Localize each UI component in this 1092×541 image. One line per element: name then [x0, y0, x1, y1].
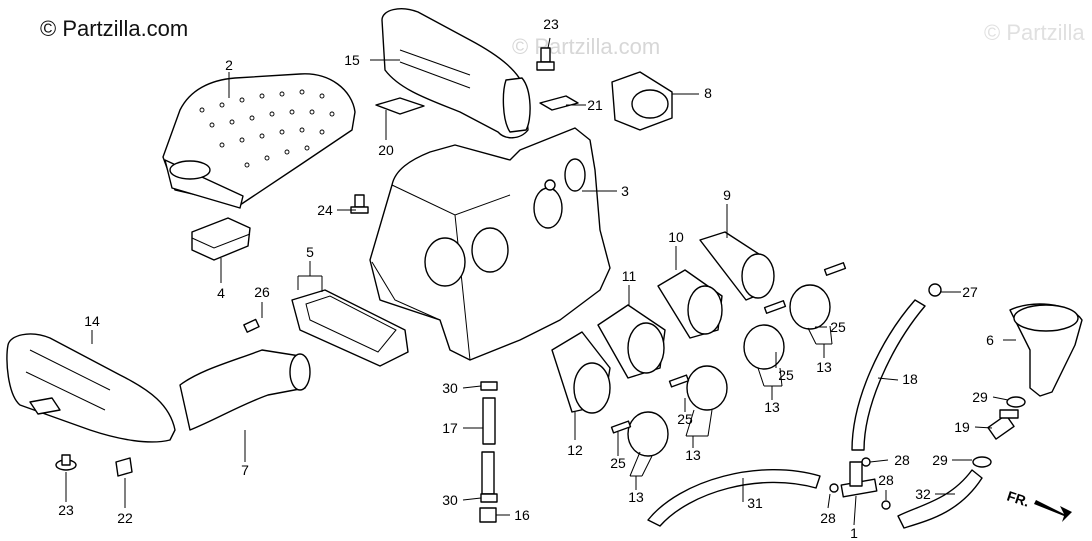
- callout-30-upper: 30: [442, 380, 458, 396]
- clip-30-upper[interactable]: [480, 381, 498, 391]
- lower-air-duct[interactable]: [6, 333, 176, 443]
- pad-21[interactable]: [539, 95, 579, 111]
- hose-31[interactable]: [647, 469, 821, 527]
- callout-26: 26: [254, 284, 270, 300]
- bolt-23-lower[interactable]: [55, 454, 77, 471]
- clip-29-a[interactable]: [1006, 396, 1026, 408]
- callout-6: 6: [986, 332, 994, 348]
- callout-27: 27: [962, 284, 978, 300]
- air-filter-element[interactable]: [162, 73, 356, 209]
- clamp-13-b[interactable]: [668, 365, 728, 411]
- drain-funnel-6[interactable]: [1009, 303, 1083, 397]
- tee-joint-1[interactable]: [840, 461, 878, 498]
- callout-13-a: 13: [628, 489, 644, 505]
- leader-lines: [65, 37, 1016, 526]
- callout-1: 1: [850, 525, 858, 541]
- bolt-23-top[interactable]: [536, 47, 555, 71]
- clamp-13-c[interactable]: [743, 300, 787, 370]
- intake-boot-8[interactable]: [611, 71, 673, 131]
- callout-20: 20: [378, 142, 394, 158]
- callout-30-lower: 30: [442, 492, 458, 508]
- callout-7: 7: [241, 462, 249, 478]
- screw-26[interactable]: [243, 318, 260, 333]
- clip-28-a[interactable]: [861, 457, 871, 467]
- callout-13-c: 13: [764, 399, 780, 415]
- callout-18: 18: [902, 371, 918, 387]
- clip-28-c[interactable]: [881, 500, 891, 510]
- fitting-19[interactable]: [987, 409, 1019, 440]
- callout-13-b: 13: [685, 447, 701, 463]
- callout-29-a: 29: [972, 389, 988, 405]
- hose-18[interactable]: [851, 299, 926, 451]
- callout-10: 10: [668, 229, 684, 245]
- callout-28-a: 28: [894, 452, 910, 468]
- watermark-faint: © Partzilla.com: [512, 34, 661, 59]
- callout-32: 32: [915, 486, 931, 502]
- callout-28-b: 28: [878, 472, 894, 488]
- callout-23-top: 23: [543, 16, 559, 32]
- callout-13-d: 13: [816, 359, 832, 375]
- callout-labels: 2 15 23 8 21 20 3 24 9 10 11 12 5 4 26 1…: [58, 16, 994, 541]
- watermark-faint-right: © Partzilla: [984, 20, 1085, 45]
- intake-boot-12[interactable]: [551, 331, 611, 414]
- gasket-frame-5[interactable]: [291, 289, 409, 367]
- hose-32[interactable]: [897, 469, 983, 529]
- callout-16: 16: [514, 507, 530, 523]
- callout-21: 21: [587, 97, 603, 113]
- callout-14: 14: [84, 313, 100, 329]
- callout-25-a: 25: [610, 455, 626, 471]
- pad-20[interactable]: [375, 97, 425, 115]
- air-cleaner-case[interactable]: [369, 127, 611, 361]
- callout-29-b: 29: [932, 452, 948, 468]
- callout-31: 31: [747, 495, 763, 511]
- callout-25-b: 25: [677, 411, 693, 427]
- callout-19: 19: [954, 419, 970, 435]
- element-clip[interactable]: [191, 217, 251, 261]
- callout-17: 17: [442, 420, 458, 436]
- callout-3: 3: [621, 183, 629, 199]
- callout-8: 8: [704, 85, 712, 101]
- drain-tube-17[interactable]: [481, 397, 496, 495]
- watermark-main: © Partzilla.com: [40, 16, 189, 41]
- callout-23-lower: 23: [58, 502, 74, 518]
- front-direction-arrow-icon: [1034, 500, 1072, 522]
- connecting-tube-7[interactable]: [179, 349, 311, 431]
- clip-27[interactable]: [928, 283, 942, 297]
- clip-30-lower[interactable]: [480, 493, 498, 503]
- callout-22: 22: [117, 510, 133, 526]
- direction-label: FR.: [1005, 488, 1031, 510]
- clip-29-b[interactable]: [972, 456, 992, 468]
- intake-boot-10[interactable]: [657, 269, 723, 339]
- clamp-13-a[interactable]: [610, 411, 669, 457]
- callout-4: 4: [217, 285, 225, 301]
- clip-28-b[interactable]: [829, 483, 839, 493]
- upper-air-duct[interactable]: [381, 8, 531, 139]
- intake-boot-11[interactable]: [597, 304, 666, 379]
- intake-boot-9[interactable]: [699, 231, 775, 301]
- callout-11: 11: [622, 268, 637, 284]
- callout-15: 15: [344, 52, 360, 68]
- callout-25-c: 25: [778, 367, 794, 383]
- callout-9: 9: [723, 187, 731, 203]
- callout-25-d: 25: [830, 319, 846, 335]
- callout-24: 24: [317, 202, 333, 218]
- callout-28-c: 28: [820, 510, 836, 526]
- clamp-13-d[interactable]: [789, 262, 847, 330]
- callout-5: 5: [306, 244, 314, 260]
- callout-12: 12: [567, 442, 583, 458]
- callout-2: 2: [225, 57, 233, 73]
- label-22[interactable]: [115, 457, 133, 477]
- plug-16[interactable]: [479, 507, 497, 523]
